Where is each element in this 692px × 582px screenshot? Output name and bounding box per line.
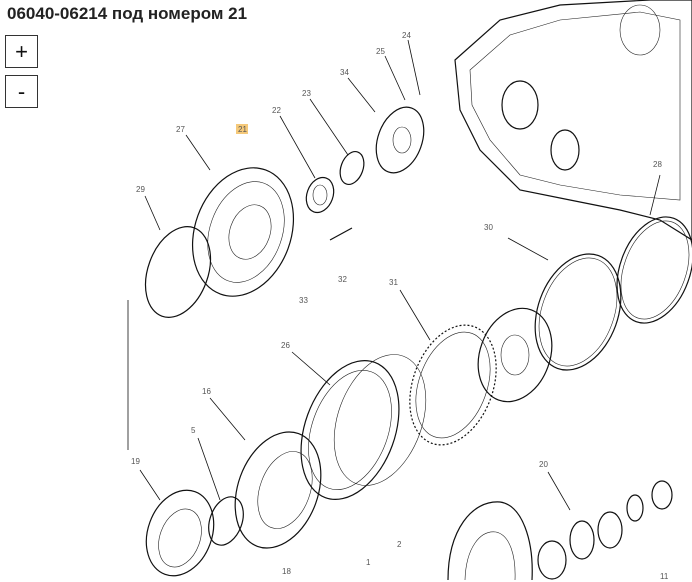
part-lower-hub[interactable] xyxy=(447,480,673,581)
callout-29[interactable]: 29 xyxy=(136,185,145,194)
part-27-hub[interactable] xyxy=(175,154,310,311)
callout-18[interactable]: 18 xyxy=(282,567,291,576)
callout-labels: 24 25 34 23 22 21 27 29 33 32 30 28 31 2… xyxy=(131,31,669,581)
part-disc[interactable] xyxy=(466,298,565,412)
part-31-friction-disc[interactable] xyxy=(394,313,512,457)
selected-callout-highlight xyxy=(236,124,248,134)
callout-28[interactable]: 28 xyxy=(653,160,662,169)
callout-22[interactable]: 22 xyxy=(272,106,281,115)
callout-34[interactable]: 34 xyxy=(340,68,349,77)
part-26-drum[interactable] xyxy=(283,342,443,513)
transmission-housing xyxy=(454,0,692,241)
callout-19[interactable]: 19 xyxy=(131,457,140,466)
callout-2[interactable]: 2 xyxy=(397,540,402,549)
callout-27[interactable]: 27 xyxy=(176,125,185,134)
callout-31[interactable]: 31 xyxy=(389,278,398,287)
callout-32[interactable]: 32 xyxy=(338,275,347,284)
callout-16[interactable]: 16 xyxy=(202,387,211,396)
part-28-ring[interactable] xyxy=(603,206,692,333)
part-16-piston[interactable] xyxy=(220,420,336,560)
zoom-in-button[interactable]: + xyxy=(5,35,38,68)
callout-26[interactable]: 26 xyxy=(281,341,290,350)
page-title: 06040-06214 под номером 21 xyxy=(7,4,248,23)
part-19-spring-plate[interactable] xyxy=(135,481,225,582)
part-32-bolt[interactable] xyxy=(329,227,353,241)
callout-20[interactable]: 20 xyxy=(539,460,548,469)
callout-23[interactable]: 23 xyxy=(302,89,311,98)
callout-30[interactable]: 30 xyxy=(484,223,493,232)
callout-1[interactable]: 1 xyxy=(366,558,371,567)
part-29-oring[interactable] xyxy=(134,218,223,327)
part-22-bearing[interactable] xyxy=(302,174,339,217)
callout-24[interactable]: 24 xyxy=(402,31,411,40)
part-34-plate[interactable] xyxy=(368,101,433,180)
part-5-snap-ring[interactable] xyxy=(202,492,249,550)
leader-lines xyxy=(127,39,661,511)
callout-25[interactable]: 25 xyxy=(376,47,385,56)
part-30-ring[interactable] xyxy=(520,242,636,382)
part-23-ring[interactable] xyxy=(336,148,368,187)
callout-21[interactable]: 21 xyxy=(238,125,247,134)
callout-33[interactable]: 33 xyxy=(299,296,308,305)
callout-5[interactable]: 5 xyxy=(191,426,196,435)
callout-11[interactable]: 11 xyxy=(660,572,669,581)
zoom-out-button[interactable]: - xyxy=(5,75,38,108)
